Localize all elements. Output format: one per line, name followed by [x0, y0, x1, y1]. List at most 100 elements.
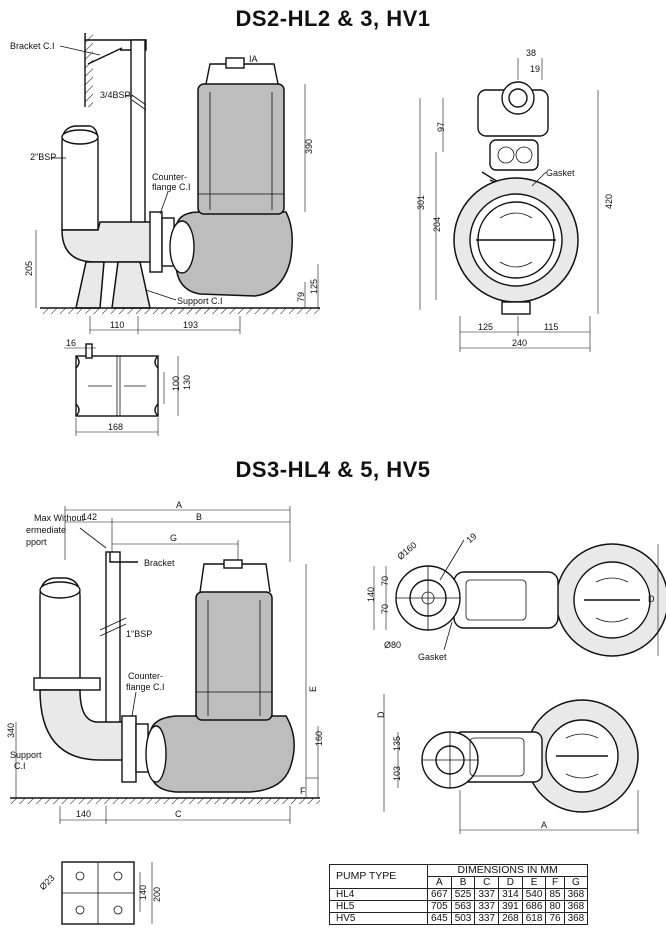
- col-header: D: [498, 876, 523, 889]
- label-support-2: Support: [10, 750, 42, 760]
- table-cell: 503: [450, 912, 476, 925]
- label-support-ci: C.I: [14, 761, 26, 771]
- col-header: A: [427, 876, 452, 889]
- dim-E: E: [308, 686, 318, 692]
- drawing-2-plan-lower: D 135 103 A: [376, 694, 639, 834]
- dim-D-lower: D: [376, 711, 386, 718]
- dim-135: 135: [392, 736, 402, 751]
- table-cell: 314: [498, 888, 523, 901]
- dim-125: 125: [309, 279, 319, 294]
- dim-193: 193: [183, 320, 198, 330]
- dim-301: 301: [416, 195, 426, 210]
- table-header-row: PUMP TYPE DIMENSIONS IN MM: [329, 864, 589, 889]
- drawing-1-plan-view: Gasket 38 19 97 301 204 420 125 115 240: [416, 48, 614, 352]
- dim-160: 160: [314, 731, 324, 746]
- table-cell: 686: [521, 900, 547, 913]
- dim-C: C: [175, 809, 182, 819]
- dim-142: 142: [82, 512, 97, 522]
- dim-200: 200: [152, 887, 162, 902]
- label-bracket: Bracket C.I: [10, 41, 55, 51]
- table-cell: 337: [474, 900, 500, 913]
- drawing-1-title: DS2-HL2 & 3, HV1: [235, 6, 431, 31]
- dim-205: 205: [24, 261, 34, 276]
- table-cell: 368: [563, 888, 589, 901]
- col-header: G: [563, 876, 589, 889]
- dim-38: 38: [526, 48, 536, 58]
- label-max-without: Max Without: [34, 513, 85, 523]
- table-cell: 76: [545, 912, 565, 925]
- col-header: B: [450, 876, 476, 889]
- table-cell: 337: [474, 912, 500, 925]
- table-cell: 80: [545, 900, 565, 913]
- table-row: HL4 667 525 337 314 540 85 368: [329, 888, 589, 901]
- dim-140-base: 140: [76, 809, 91, 819]
- table-cell: 391: [498, 900, 523, 913]
- dim-140-upper: 140: [366, 587, 376, 602]
- dim-B: B: [196, 512, 202, 522]
- row-type: HV5: [329, 912, 428, 925]
- dim-16: 16: [66, 338, 76, 348]
- table-cell: 525: [450, 888, 476, 901]
- dim-97: 97: [436, 122, 446, 132]
- dim-103: 103: [392, 766, 402, 781]
- table-cell: 337: [474, 888, 500, 901]
- dim-dia160: Ø160: [395, 540, 418, 562]
- table-cell: 645: [427, 912, 452, 925]
- col-header: C: [474, 876, 500, 889]
- drawing-2-base-plan: Ø23 140 200: [38, 861, 162, 925]
- table-row: HV5 645 503 337 268 618 76 368: [329, 912, 589, 925]
- table-cell: 368: [563, 912, 589, 925]
- table-label-pump-type: PUMP TYPE: [329, 864, 428, 889]
- dim-A-top: A: [176, 500, 182, 510]
- dim-168: 168: [108, 422, 123, 432]
- drawing-1-base-plan: 16 100 130 168: [64, 338, 192, 436]
- label-counterflange-2: flange C.I: [152, 182, 191, 192]
- label-gasket-2: Gasket: [418, 652, 447, 662]
- dim-390: 390: [304, 139, 314, 154]
- dim-F: F: [300, 786, 306, 796]
- dim-100: 100: [171, 376, 181, 391]
- label-gasket: Gasket: [546, 168, 575, 178]
- dim-A-lower: A: [541, 820, 547, 830]
- label-bsp-small: 3/4BSP: [100, 90, 131, 100]
- dim-115: 115: [544, 322, 558, 332]
- dimensions-table: PUMP TYPE DIMENSIONS IN MM A B C D E F G…: [329, 864, 589, 925]
- drawing-2-title: DS3-HL4 & 5, HV5: [235, 457, 431, 482]
- table-cell: 85: [545, 888, 565, 901]
- label-counterflange-2a: Counter-: [128, 671, 163, 681]
- dim-G: G: [170, 533, 177, 543]
- table-cell: 368: [563, 900, 589, 913]
- label-bsp-2: 1"BSP: [126, 629, 152, 639]
- dim-dia80: Ø80: [384, 640, 401, 650]
- dim-19: 19: [530, 64, 540, 74]
- drawing-1-side-elevation: IA Bracket C.I 3/4BSP 2"BSP Counter- fla…: [10, 33, 320, 334]
- table-cell: 268: [498, 912, 523, 925]
- table-cell: 667: [427, 888, 452, 901]
- drawing-2-plan-upper: Ø160 19 Ø80 Gasket 140 70 70 D: [366, 531, 666, 662]
- dim-79: 79: [296, 292, 306, 302]
- row-type: HL4: [329, 888, 428, 901]
- col-header: F: [545, 876, 565, 889]
- label-support-text: pport: [26, 537, 47, 547]
- dim-340: 340: [6, 723, 16, 738]
- dim-420: 420: [604, 194, 614, 209]
- label-bsp-large: 2"BSP: [30, 152, 56, 162]
- label-intermediate: ermediate: [26, 525, 66, 535]
- dim-dia23: Ø23: [38, 873, 57, 892]
- table-cell: 618: [521, 912, 547, 925]
- dim-140-plan: 140: [138, 885, 148, 900]
- dim-70-b: 70: [380, 604, 390, 614]
- table-cell: 705: [427, 900, 452, 913]
- dim-110: 110: [110, 320, 124, 330]
- dim-240: 240: [512, 338, 527, 348]
- row-type: HL5: [329, 900, 428, 913]
- table-group-header: DIMENSIONS IN MM: [426, 864, 589, 877]
- label-counterflange-2b: flange C.I: [126, 682, 165, 692]
- dim-19-upper: 19: [464, 531, 478, 545]
- label-counterflange: Counter-: [152, 172, 187, 182]
- table-row: HL5 705 563 337 391 686 80 368: [329, 900, 589, 913]
- dim-130: 130: [182, 375, 192, 390]
- drawing-2-side-elevation: A 142 B G: [6, 500, 324, 824]
- dim-125b: 125: [478, 322, 493, 332]
